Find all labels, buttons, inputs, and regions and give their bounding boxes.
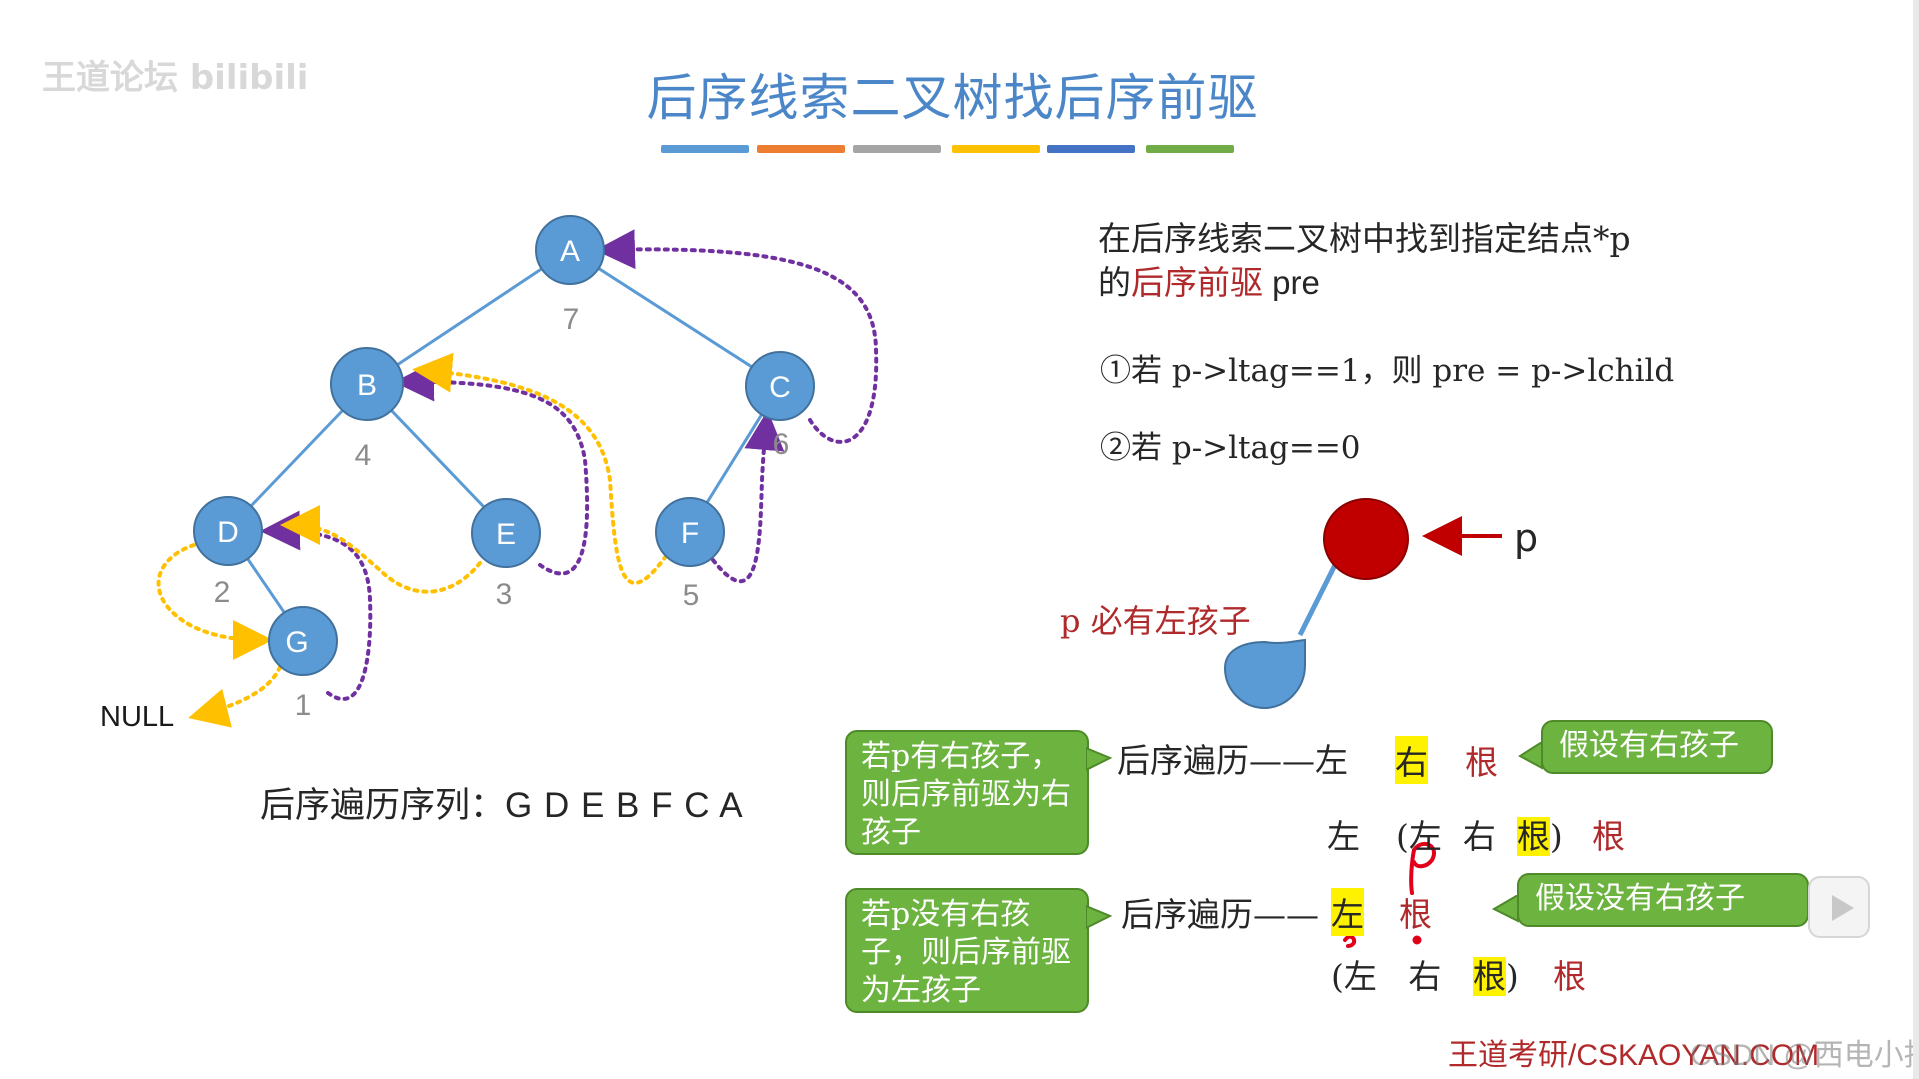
intro-line-2: 的后序前驱 pre	[1098, 256, 1320, 304]
tree-node: G 1	[268, 606, 338, 722]
p-left-child	[1223, 638, 1306, 710]
row4-group: (左 右 根)	[1331, 950, 1519, 998]
row2-root: 根	[1592, 817, 1625, 856]
tree-node: E 3	[471, 498, 541, 611]
play-button[interactable]	[1808, 876, 1870, 938]
accent-bar-5	[1047, 145, 1135, 153]
row4-root: 根	[1553, 957, 1586, 996]
accent-bar-1	[661, 145, 749, 153]
row4-close: )	[1505, 957, 1519, 996]
accent-bar-6	[1146, 145, 1234, 153]
accent-bar-4	[952, 145, 1040, 153]
node-order: 7	[563, 303, 580, 336]
thread-c-to-a	[595, 229, 879, 444]
accent-bar-2	[757, 145, 845, 153]
node-label: C	[769, 371, 791, 404]
sequence-value: G D E B F C A	[505, 786, 744, 825]
row2-open: (	[1396, 817, 1409, 856]
node-order: 4	[355, 439, 372, 472]
row4-open: (	[1331, 957, 1344, 996]
row2-left: 左	[1327, 817, 1360, 856]
tree-node: D 2	[193, 496, 263, 609]
succ-threads	[260, 229, 879, 701]
callout-pointer-1	[1086, 746, 1113, 772]
sequence-label: 后序遍历序列：	[260, 786, 506, 826]
row3-left: 左	[1331, 888, 1364, 936]
node-order: 1	[295, 689, 312, 722]
frame-edge	[1913, 0, 1919, 1079]
node-order: 2	[214, 576, 231, 609]
tree-node: C 6	[745, 351, 815, 461]
edge-a-c	[569, 248, 781, 387]
accent-bar-3	[853, 145, 941, 153]
node-order: 3	[496, 578, 513, 611]
thread-d-to-g	[156, 543, 273, 660]
row2-group: (左 右 根)	[1396, 810, 1563, 858]
intro-prefix: 的	[1098, 263, 1131, 302]
node-order: 5	[683, 579, 700, 612]
tree-node: B 4	[330, 347, 404, 472]
tree-node: F 5	[655, 497, 725, 612]
csdn-watermark: CSDN @西电小拌面	[1690, 1039, 1919, 1072]
row1-traversal: 后序遍历——左	[1117, 734, 1348, 782]
thread-f-to-b	[412, 352, 668, 585]
node-label: B	[357, 369, 377, 402]
row3-root: 根	[1399, 895, 1432, 934]
p-node	[1323, 498, 1409, 580]
p-node-diagram	[1223, 498, 1502, 710]
pred-threads	[156, 352, 668, 728]
intro-suffix: pre	[1263, 264, 1320, 301]
p-left-edge	[1297, 563, 1338, 637]
node-label: F	[681, 517, 699, 550]
intro-highlight: 后序前驱	[1131, 263, 1263, 302]
row4-in-right: 右	[1408, 957, 1442, 996]
row4-in-left: 左	[1343, 957, 1377, 996]
node-label: A	[560, 235, 580, 268]
thread-g-to-null	[188, 665, 282, 728]
callout-has-right-child: 若p有右孩子，则后序前驱为右孩子	[845, 730, 1089, 855]
null-label: NULL	[100, 701, 174, 733]
tree-node: A 7	[535, 215, 605, 336]
callout-no-right-child: 若p没有右孩子，则后序前驱为左孩子	[845, 888, 1089, 1013]
node-order: 6	[773, 428, 790, 461]
row3-prefix: 后序遍历——	[1121, 895, 1319, 934]
tree-nodes: A 7 B 4 C 6 D 2 E 3	[193, 215, 815, 722]
p-label: p	[1514, 516, 1539, 560]
bilibili-watermark: 王道论坛 bilibili	[42, 58, 309, 98]
row1-prefix: 后序遍历——	[1117, 741, 1315, 780]
row4-in-root: 根	[1472, 957, 1506, 996]
callout-assume-no-right-child: 假设没有右孩子	[1517, 873, 1809, 927]
thread-e-to-b	[394, 361, 590, 576]
row2-close: )	[1549, 817, 1563, 856]
handwritten-annotation	[1343, 841, 1436, 948]
callout-assume-right-child: 假设有右孩子	[1541, 720, 1773, 774]
left-child-note: p 必有左孩子	[1060, 602, 1251, 640]
row1-right: 右	[1395, 736, 1428, 784]
row1-root: 根	[1465, 743, 1498, 782]
node-label: G	[285, 626, 308, 659]
footer-brand: 王道考研/CSKAOYAN.COM	[1448, 1039, 1820, 1072]
row2-in-root: 根	[1516, 817, 1550, 856]
node-label: E	[496, 518, 516, 551]
row2-in-left: 左	[1408, 817, 1442, 856]
callout-pointer-3	[1086, 904, 1113, 930]
slide-title: 后序线索二叉树找后序前驱	[646, 69, 1259, 127]
intro-line-1: 在后序线索二叉树中找到指定结点*p	[1098, 219, 1631, 258]
row2-in-right: 右	[1462, 817, 1496, 856]
thread-e-to-d	[280, 505, 482, 594]
case-2: ②若 p->ltag==0	[1100, 430, 1361, 466]
callout-pointer-2	[1518, 742, 1543, 770]
thread-f-to-c	[711, 410, 785, 584]
row1-left: 左	[1315, 741, 1348, 780]
case-1: ①若 p->ltag==1，则 pre = p->lchild	[1100, 353, 1675, 389]
node-label: D	[217, 516, 239, 549]
callout-pointer-4	[1492, 895, 1519, 923]
postorder-sequence: 后序遍历序列：G D E B F C A	[260, 777, 744, 828]
